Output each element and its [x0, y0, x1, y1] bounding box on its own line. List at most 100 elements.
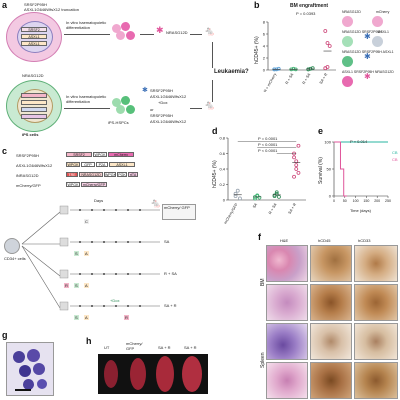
- histology-image: [266, 284, 308, 321]
- y-tick-label: 0.4: [219, 167, 225, 172]
- data-point: [327, 44, 332, 48]
- mouse-icon: 🐁: [150, 198, 162, 208]
- y-tick-label: 0.2: [219, 182, 225, 187]
- panel-letter-e: e: [318, 126, 324, 136]
- gene-label-srsf2: SRSF2P95H: [24, 2, 47, 7]
- y-tick-label: 8: [263, 20, 266, 25]
- timeline-end-box: [162, 204, 196, 220]
- histology-image: [354, 323, 398, 360]
- asxl1-box-2: ASXL1: [21, 41, 47, 46]
- y-tick-label: 6: [263, 32, 266, 37]
- arrow-diag-icon: [212, 42, 213, 68]
- panel-b-pvalue: P = 0.0393: [296, 11, 316, 16]
- marker-a: A: [84, 315, 89, 320]
- x-tick-label: SA + R: [288, 202, 298, 215]
- construct-box: GFP: [81, 162, 95, 167]
- col-header-he: H&E: [280, 238, 289, 243]
- construct-box: rtTA: [128, 172, 138, 177]
- panel-e-ylabel: Survival (%): [318, 157, 324, 184]
- or-label: or: [150, 107, 154, 112]
- legend-item: mCherry: [376, 10, 390, 14]
- panel-letter-c: c: [2, 146, 8, 156]
- spleen-label-mcherry: mCherry/ GFP: [126, 341, 143, 351]
- survival-curve: [334, 141, 347, 197]
- legend-item: NRASG12D: [342, 10, 361, 14]
- data-point: [291, 66, 296, 71]
- timeline-label-2: SA: [164, 239, 170, 244]
- transduction-icon: ✱: [156, 25, 164, 35]
- x-tick-label: R + SA: [302, 72, 312, 85]
- construct-box: mCherry: [108, 152, 134, 157]
- legend-item: NRASG12D SRSF2P95H ASXL1: [342, 50, 394, 54]
- arrow-right-icon: [64, 34, 110, 35]
- marker-a: A: [84, 283, 89, 288]
- legend-item: ASXL1: [378, 30, 389, 34]
- y-tick-label: 50: [327, 167, 332, 172]
- construct-box: NRASG12D: [79, 172, 103, 177]
- y-tick-label: 0.6: [219, 151, 225, 156]
- marker-s: S: [74, 283, 79, 288]
- timeline-diagram: [21, 205, 160, 311]
- x-tick-label: 100: [353, 199, 359, 203]
- panel-e-xlabel: Time (days): [350, 208, 371, 213]
- data-point: [325, 41, 330, 45]
- x-tick-label: R + SA: [268, 202, 278, 215]
- col-header-hcd33: hCD33: [358, 238, 371, 243]
- histology-image: [266, 362, 308, 399]
- x-tick-label: 150: [363, 199, 369, 203]
- gene-label-asxl1: ASXL1G646WfsX12 truncation: [24, 7, 79, 12]
- marker-r: R: [64, 283, 69, 288]
- data-point: [296, 170, 301, 175]
- construct-box: P2A: [96, 162, 108, 167]
- panel-letter-h: h: [86, 336, 92, 346]
- y-tick-label: 0: [329, 194, 332, 199]
- x-tick-label: R + SA: [285, 72, 295, 85]
- y-tick-label: 0: [263, 68, 266, 73]
- data-point: [235, 188, 240, 193]
- x-tick-label: SA + R: [319, 72, 329, 85]
- data-point: [257, 195, 262, 200]
- histology-image: [310, 245, 352, 282]
- cd34-cell-icon: [4, 238, 20, 254]
- data-point: [310, 66, 315, 71]
- ips-cell-illustration: [6, 80, 62, 132]
- transduction-icon: ✱: [142, 87, 148, 94]
- timeline-label-4: SA + R: [164, 303, 177, 308]
- panel-letter-d: d: [212, 126, 218, 136]
- transduce-label-2: ASXL1G646WfsX12: [150, 94, 187, 99]
- construct-label-4: mCherry/GFP: [16, 183, 41, 188]
- p-value-annotation: P < 0.0001: [258, 148, 278, 153]
- transduction-label: NRASG12D: [166, 30, 188, 35]
- data-point: [233, 191, 238, 196]
- dox-label-c: +Dox: [110, 298, 120, 303]
- timeline-label-1: mCherry/ GFP: [164, 205, 190, 210]
- data-point: [238, 196, 242, 201]
- arrow-diag-icon: [212, 80, 213, 102]
- y-tick-label: 0: [223, 198, 226, 203]
- panel-letter-f: f: [258, 232, 261, 242]
- x-tick-label: R + mCherry: [263, 72, 277, 92]
- y-tick-label: 100: [324, 140, 331, 145]
- marker-c: C: [84, 219, 89, 224]
- x-tick-label: 50: [343, 199, 347, 203]
- data-point: [325, 65, 330, 69]
- construct-label-3: iNRASG12D: [16, 173, 39, 178]
- data-point: [277, 195, 281, 199]
- construct-box: PGK: [117, 172, 127, 177]
- p-value-annotation: P < 0.0001: [258, 142, 278, 147]
- cytospin-image: [6, 342, 54, 396]
- construct-box: TRE: [66, 172, 78, 177]
- transduce-label-4: ASXL1G646WfsX12: [150, 119, 187, 124]
- p-value-annotation: P = 0.0001: [258, 136, 278, 141]
- data-point: [306, 67, 311, 72]
- differentiation-step-label: In vitro haematopoietic differentiation: [66, 20, 107, 30]
- construct-box: WPGK: [104, 172, 116, 177]
- arrow-right-icon: [190, 108, 202, 109]
- arrow-right-icon: [64, 108, 110, 109]
- spleen-label-sar-1: SA + R: [158, 345, 171, 350]
- legend-cb-1: CB: [392, 150, 398, 155]
- histology-image: [266, 245, 308, 282]
- legend-item: ASXL1 SRSF2P95H NRASG12D: [342, 70, 394, 74]
- construct-label-2: ASXL1G646WfsX12: [16, 163, 53, 168]
- data-point: [272, 193, 277, 198]
